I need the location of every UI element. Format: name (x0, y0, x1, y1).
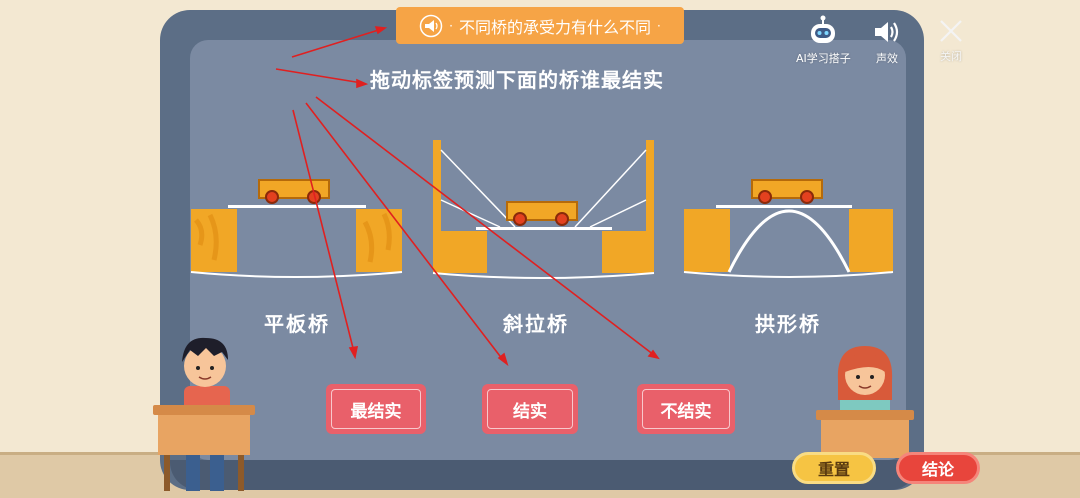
robot-icon (811, 15, 836, 43)
tag-not-strong[interactable]: 不结实 (637, 384, 735, 434)
girl-character (816, 346, 914, 458)
annotation-arrows (275, 26, 660, 367)
sound-label: 声效 (876, 52, 898, 65)
close-button[interactable]: 关闭 (938, 18, 964, 64)
tag-not-strong-label: 不结实 (642, 389, 730, 429)
title-banner: · 不同桥的承受力有什么不同 · (396, 7, 684, 44)
banner-dot-left: · (449, 18, 453, 33)
boy-character (153, 337, 255, 491)
ai-assistant-label: AI学习搭子 (796, 52, 851, 65)
close-label: 关闭 (940, 50, 962, 63)
ai-assistant-button[interactable]: AI学习搭子 (796, 14, 851, 66)
speaker-icon (875, 22, 899, 42)
tag-strong[interactable]: 结实 (482, 384, 578, 434)
megaphone-icon (419, 14, 443, 37)
banner-title: 不同桥的承受力有什么不同 (458, 17, 651, 37)
conclusion-button[interactable]: 结论 (896, 452, 980, 484)
flat-bridge (190, 179, 403, 278)
sound-button[interactable]: 声效 (872, 18, 902, 66)
tag-strongest[interactable]: 最结实 (326, 384, 426, 434)
tag-strong-label: 结实 (487, 389, 573, 429)
close-icon (940, 20, 962, 42)
instruction-text: 拖动标签预测下面的桥谁最结实 (370, 68, 664, 92)
bridge-label-flat: 平板桥 (264, 312, 330, 336)
reset-button[interactable]: 重置 (792, 452, 876, 484)
banner-dot-right: · (657, 18, 661, 33)
arch-bridge (683, 179, 894, 278)
bridge-label-cable-stayed: 斜拉桥 (503, 312, 569, 336)
tag-strongest-label: 最结实 (331, 389, 421, 429)
bridge-label-arch: 拱形桥 (755, 312, 821, 336)
cable-stayed-bridge (432, 140, 655, 279)
